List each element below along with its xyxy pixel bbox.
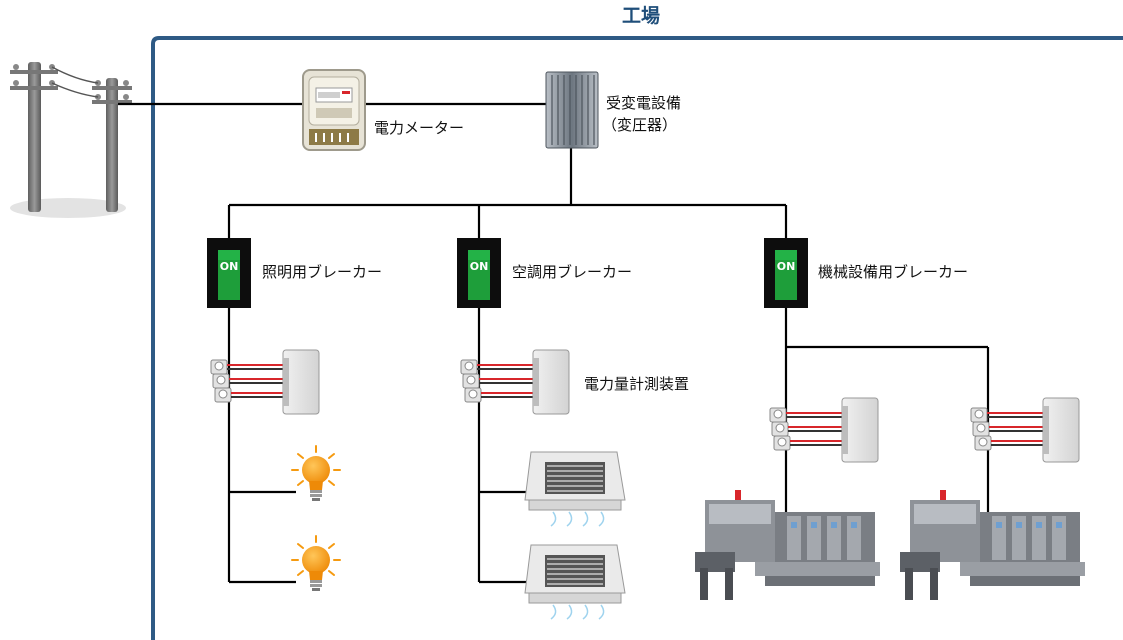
current-sensor-icon (460, 349, 570, 415)
machine-breaker-switch: ON (764, 238, 808, 308)
printing-machine-icon (695, 490, 880, 600)
current-sensor-icon (210, 349, 320, 415)
factory-title: 工場 (622, 5, 660, 27)
aircon-breaker-switch: ON (457, 238, 501, 308)
current-sensor-icon (970, 397, 1080, 463)
machine-breaker-label: 機械設備用ブレーカー (818, 263, 968, 281)
light-bulb-icon (291, 445, 341, 501)
ceiling-aircon-icon (524, 451, 626, 527)
measurement-device-label: 電力量計測装置 (584, 375, 689, 393)
printing-machine-icon (900, 490, 1085, 600)
switch-on-text: ON (220, 260, 239, 273)
substation-label-line1: 受変電設備 (606, 94, 681, 112)
current-sensor-icon (769, 397, 879, 463)
lighting-breaker-switch: ON (207, 238, 251, 308)
substation-label-line2: （変圧器） (602, 116, 677, 134)
aircon-breaker-label: 空調用ブレーカー (512, 263, 632, 281)
lighting-breaker-label: 照明用ブレーカー (262, 263, 382, 281)
switch-on-text: ON (777, 260, 796, 273)
factory-frame (151, 36, 1123, 640)
utility-pole-icon (10, 62, 132, 218)
switch-on-text: ON (470, 260, 489, 273)
transformer-icon (545, 71, 599, 149)
power-meter-label: 電力メーター (374, 119, 464, 137)
light-bulb-icon (291, 535, 341, 591)
power-meter-icon (302, 69, 366, 151)
ceiling-aircon-icon (524, 544, 626, 620)
